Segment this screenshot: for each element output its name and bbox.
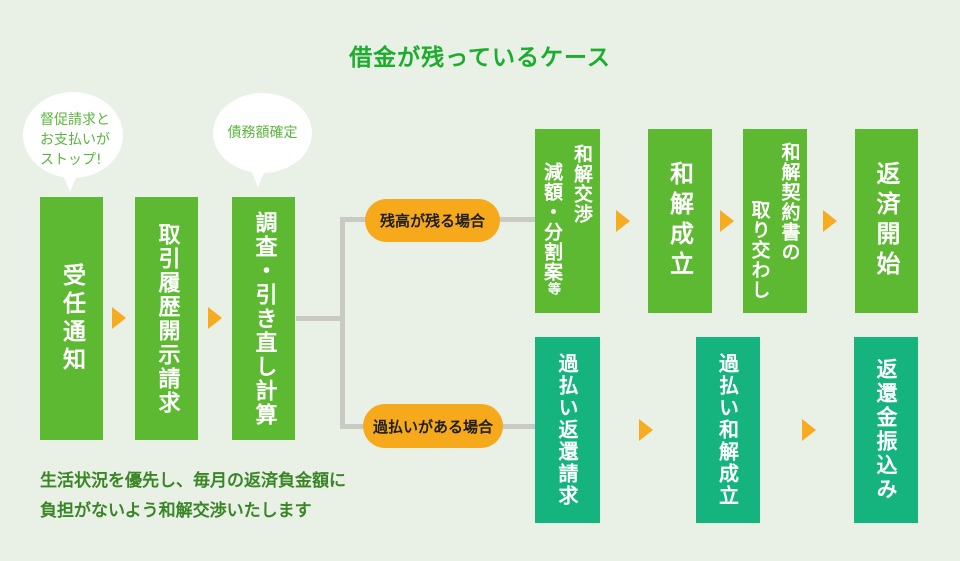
- step-label: 和解成立: [665, 161, 694, 281]
- step-repayment-start: 返済開始: [855, 129, 918, 313]
- step-label: 返還金振込み: [874, 358, 898, 502]
- step-label: 和解交渉: [571, 144, 593, 224]
- arrow-right-icon: [823, 210, 837, 232]
- step-settlement-reached: 和解成立: [648, 129, 712, 313]
- step-overpayment-settlement-reached: 過払い和解成立: [696, 337, 760, 523]
- step-label: 過払い和解成立: [715, 353, 740, 507]
- step-label-suffix: 等: [545, 282, 560, 296]
- diagram-title: 借金が残っているケース: [349, 45, 611, 71]
- step-refund-transfer: 返還金振込み: [854, 337, 918, 523]
- step-label: 過払い返還請求: [555, 353, 579, 507]
- step-label: 返済開始: [872, 161, 900, 281]
- branch-label-balance-remains: 残高が残る場合: [365, 199, 500, 242]
- bubble-callout-debt-fixed: 債務額確定: [213, 93, 312, 173]
- bubble-callout-stop: 督促請求と お支払いが ストップ!: [23, 92, 123, 178]
- step-label-columns: 和解契約書の 取り交わし: [747, 129, 804, 313]
- step-settlement-agreement-exchange: 和解契約書の 取り交わし: [743, 129, 807, 313]
- step-overpayment-refund-claim: 過払い返還請求: [535, 337, 600, 523]
- step-label: 取引履歴開示請求: [154, 222, 180, 415]
- step-transaction-history-request: 取引履歴開示請求: [135, 197, 198, 440]
- arrow-right-icon: [639, 419, 653, 441]
- arrow-right-icon: [112, 307, 126, 329]
- step-settlement-negotiation: 和解交渉 減額・分割案等: [535, 129, 600, 313]
- bubble-callout-debt-fixed-text: 債務額確定: [227, 125, 298, 141]
- bubble-tail: [62, 173, 78, 192]
- branch-label-overpayment-exists: 過払いがある場合: [363, 404, 503, 448]
- step-label: 減額・分割案等: [541, 162, 563, 296]
- arrow-right-icon: [208, 307, 222, 329]
- arrow-right-icon: [802, 419, 816, 441]
- step-label: 和解契約書の: [778, 142, 801, 262]
- step-label: 取り交わし: [748, 200, 771, 300]
- step-acceptance-notice: 受任通知: [40, 197, 103, 440]
- step-label: 受任通知: [58, 262, 85, 375]
- bubble-callout-stop-text: 督促請求と お支払いが ストップ!: [40, 112, 110, 168]
- bubble-tail: [250, 168, 266, 187]
- step-label: 調査・引き直し計算: [251, 210, 277, 427]
- arrow-right-icon: [720, 210, 734, 232]
- arrow-right-icon: [616, 210, 630, 232]
- step-label-columns: 和解交渉 減額・分割案等: [539, 129, 596, 313]
- step-investigation-recalculation: 調査・引き直し計算: [232, 197, 295, 440]
- note-text: 生活状況を優先し、毎月の返済負金額に 負担がないよう和解交渉いたします: [40, 471, 346, 521]
- connector-vertical-line: [340, 217, 345, 429]
- connector-stub-line: [296, 316, 345, 321]
